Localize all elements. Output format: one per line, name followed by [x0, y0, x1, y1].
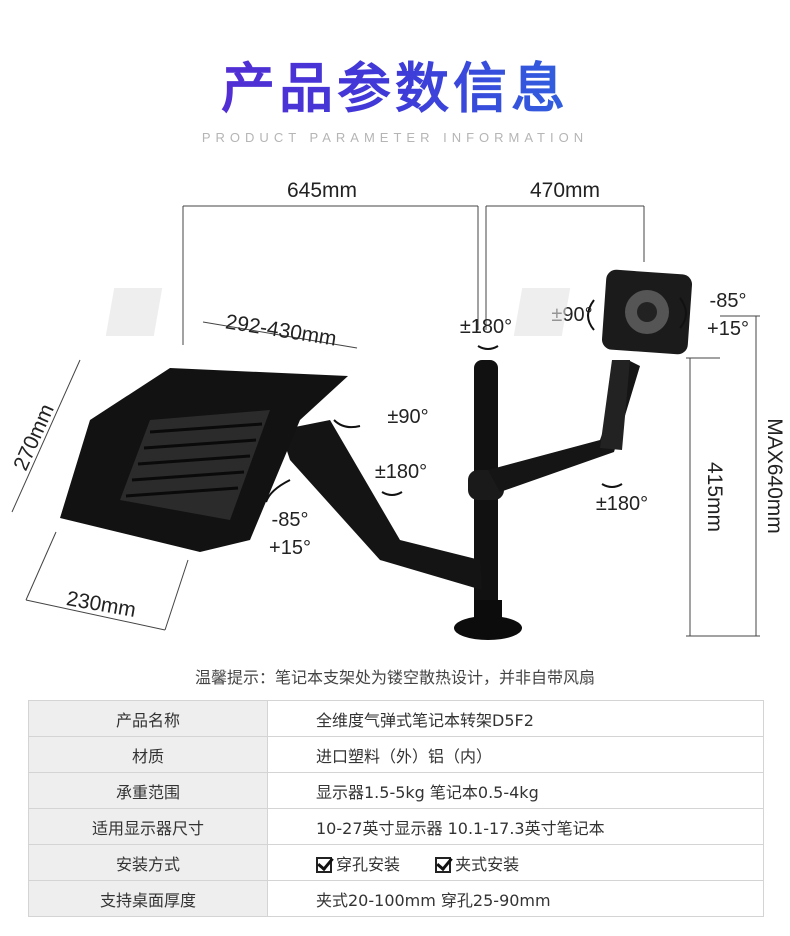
dim-tray-width: 292-430mm: [224, 310, 338, 350]
install-option-clamp: 夹式安装: [435, 855, 519, 874]
dim-top-left: 645mm: [287, 179, 357, 202]
tilt-vesa-neg: -85°: [710, 290, 747, 312]
rot-tray: ±90°: [387, 406, 428, 428]
watermark-logo: [105, 288, 163, 336]
table-row: 适用显示器尺寸 10-27英寸显示器 10.1-17.3英寸笔记本: [28, 808, 764, 845]
tilt-vesa-pos: +15°: [707, 318, 749, 340]
spec-value-install: 穿孔安装 夹式安装: [267, 844, 764, 881]
rotation-arrows: [265, 297, 687, 503]
table-row: 承重范围 显示器1.5-5kg 笔记本0.5-4kg: [28, 772, 764, 809]
dim-top-right: 470mm: [530, 179, 600, 202]
page-subtitle: PRODUCT PARAMETER INFORMATION: [201, 130, 589, 145]
monitor-arm: [488, 360, 640, 492]
install-option-label: 穿孔安装: [336, 854, 401, 874]
table-row: 安装方式 穿孔安装 夹式安装: [28, 844, 764, 881]
tilt-tray-neg: -85°: [272, 509, 309, 531]
spec-value: 进口塑料（外）铝（内）: [267, 736, 764, 773]
warm-tip: 温馨提示：笔记本支架处为镂空散热设计，并非自带风扇: [194, 668, 595, 687]
dim-tray-depth: 270mm: [9, 401, 58, 474]
dim-tray-bottom: 230mm: [65, 587, 138, 622]
laptop-tray: [60, 368, 348, 552]
dim-max: MAX640mm: [763, 418, 786, 534]
install-option-through-hole: 穿孔安装: [316, 855, 400, 874]
rot-tray-arm: ±180°: [375, 461, 427, 483]
rot-monitor-arm: ±180°: [596, 493, 648, 515]
watermark-logo: [513, 288, 571, 336]
spec-key: 材质: [28, 736, 268, 773]
checkbox-checked-icon: [316, 856, 332, 873]
laptop-arm: [280, 420, 482, 590]
checkbox-checked-icon: [435, 856, 452, 873]
vesa-plate: [601, 269, 693, 355]
spec-value: 显示器1.5-5kg 笔记本0.5-4kg: [267, 772, 764, 809]
spec-value: 10-27英寸显示器 10.1-17.3英寸笔记本: [267, 808, 764, 845]
product-diagram: 645mm 470mm 292-430mm 270mm 230mm 415mm …: [9, 179, 786, 640]
dimension-lines: [11, 205, 760, 637]
install-option-label: 夹式安装: [455, 854, 520, 874]
spec-key: 承重范围: [28, 772, 268, 809]
table-row: 产品名称 全维度气弹式笔记本转架D5F2: [28, 700, 764, 737]
spec-key: 产品名称: [28, 700, 268, 737]
spec-key: 适用显示器尺寸: [28, 808, 268, 845]
spec-table: 产品名称 全维度气弹式笔记本转架D5F2 材质 进口塑料（外）铝（内） 承重范围…: [28, 700, 764, 917]
desk-mount-pole: [454, 360, 522, 640]
tilt-tray-pos: +15°: [269, 537, 311, 559]
spec-value: 夹式20-100mm 穿孔25-90mm: [267, 880, 764, 917]
spec-key: 支持桌面厚度: [28, 880, 268, 917]
table-row: 支持桌面厚度 夹式20-100mm 穿孔25-90mm: [28, 880, 764, 917]
dim-height: 415mm: [703, 462, 726, 532]
rot-pole: ±180°: [460, 316, 512, 338]
spec-key: 安装方式: [28, 844, 268, 881]
spec-value: 全维度气弹式笔记本转架D5F2: [267, 700, 764, 737]
table-row: 材质 进口塑料（外）铝（内）: [28, 736, 764, 773]
page-title: 产品参数信息: [0, 56, 790, 122]
